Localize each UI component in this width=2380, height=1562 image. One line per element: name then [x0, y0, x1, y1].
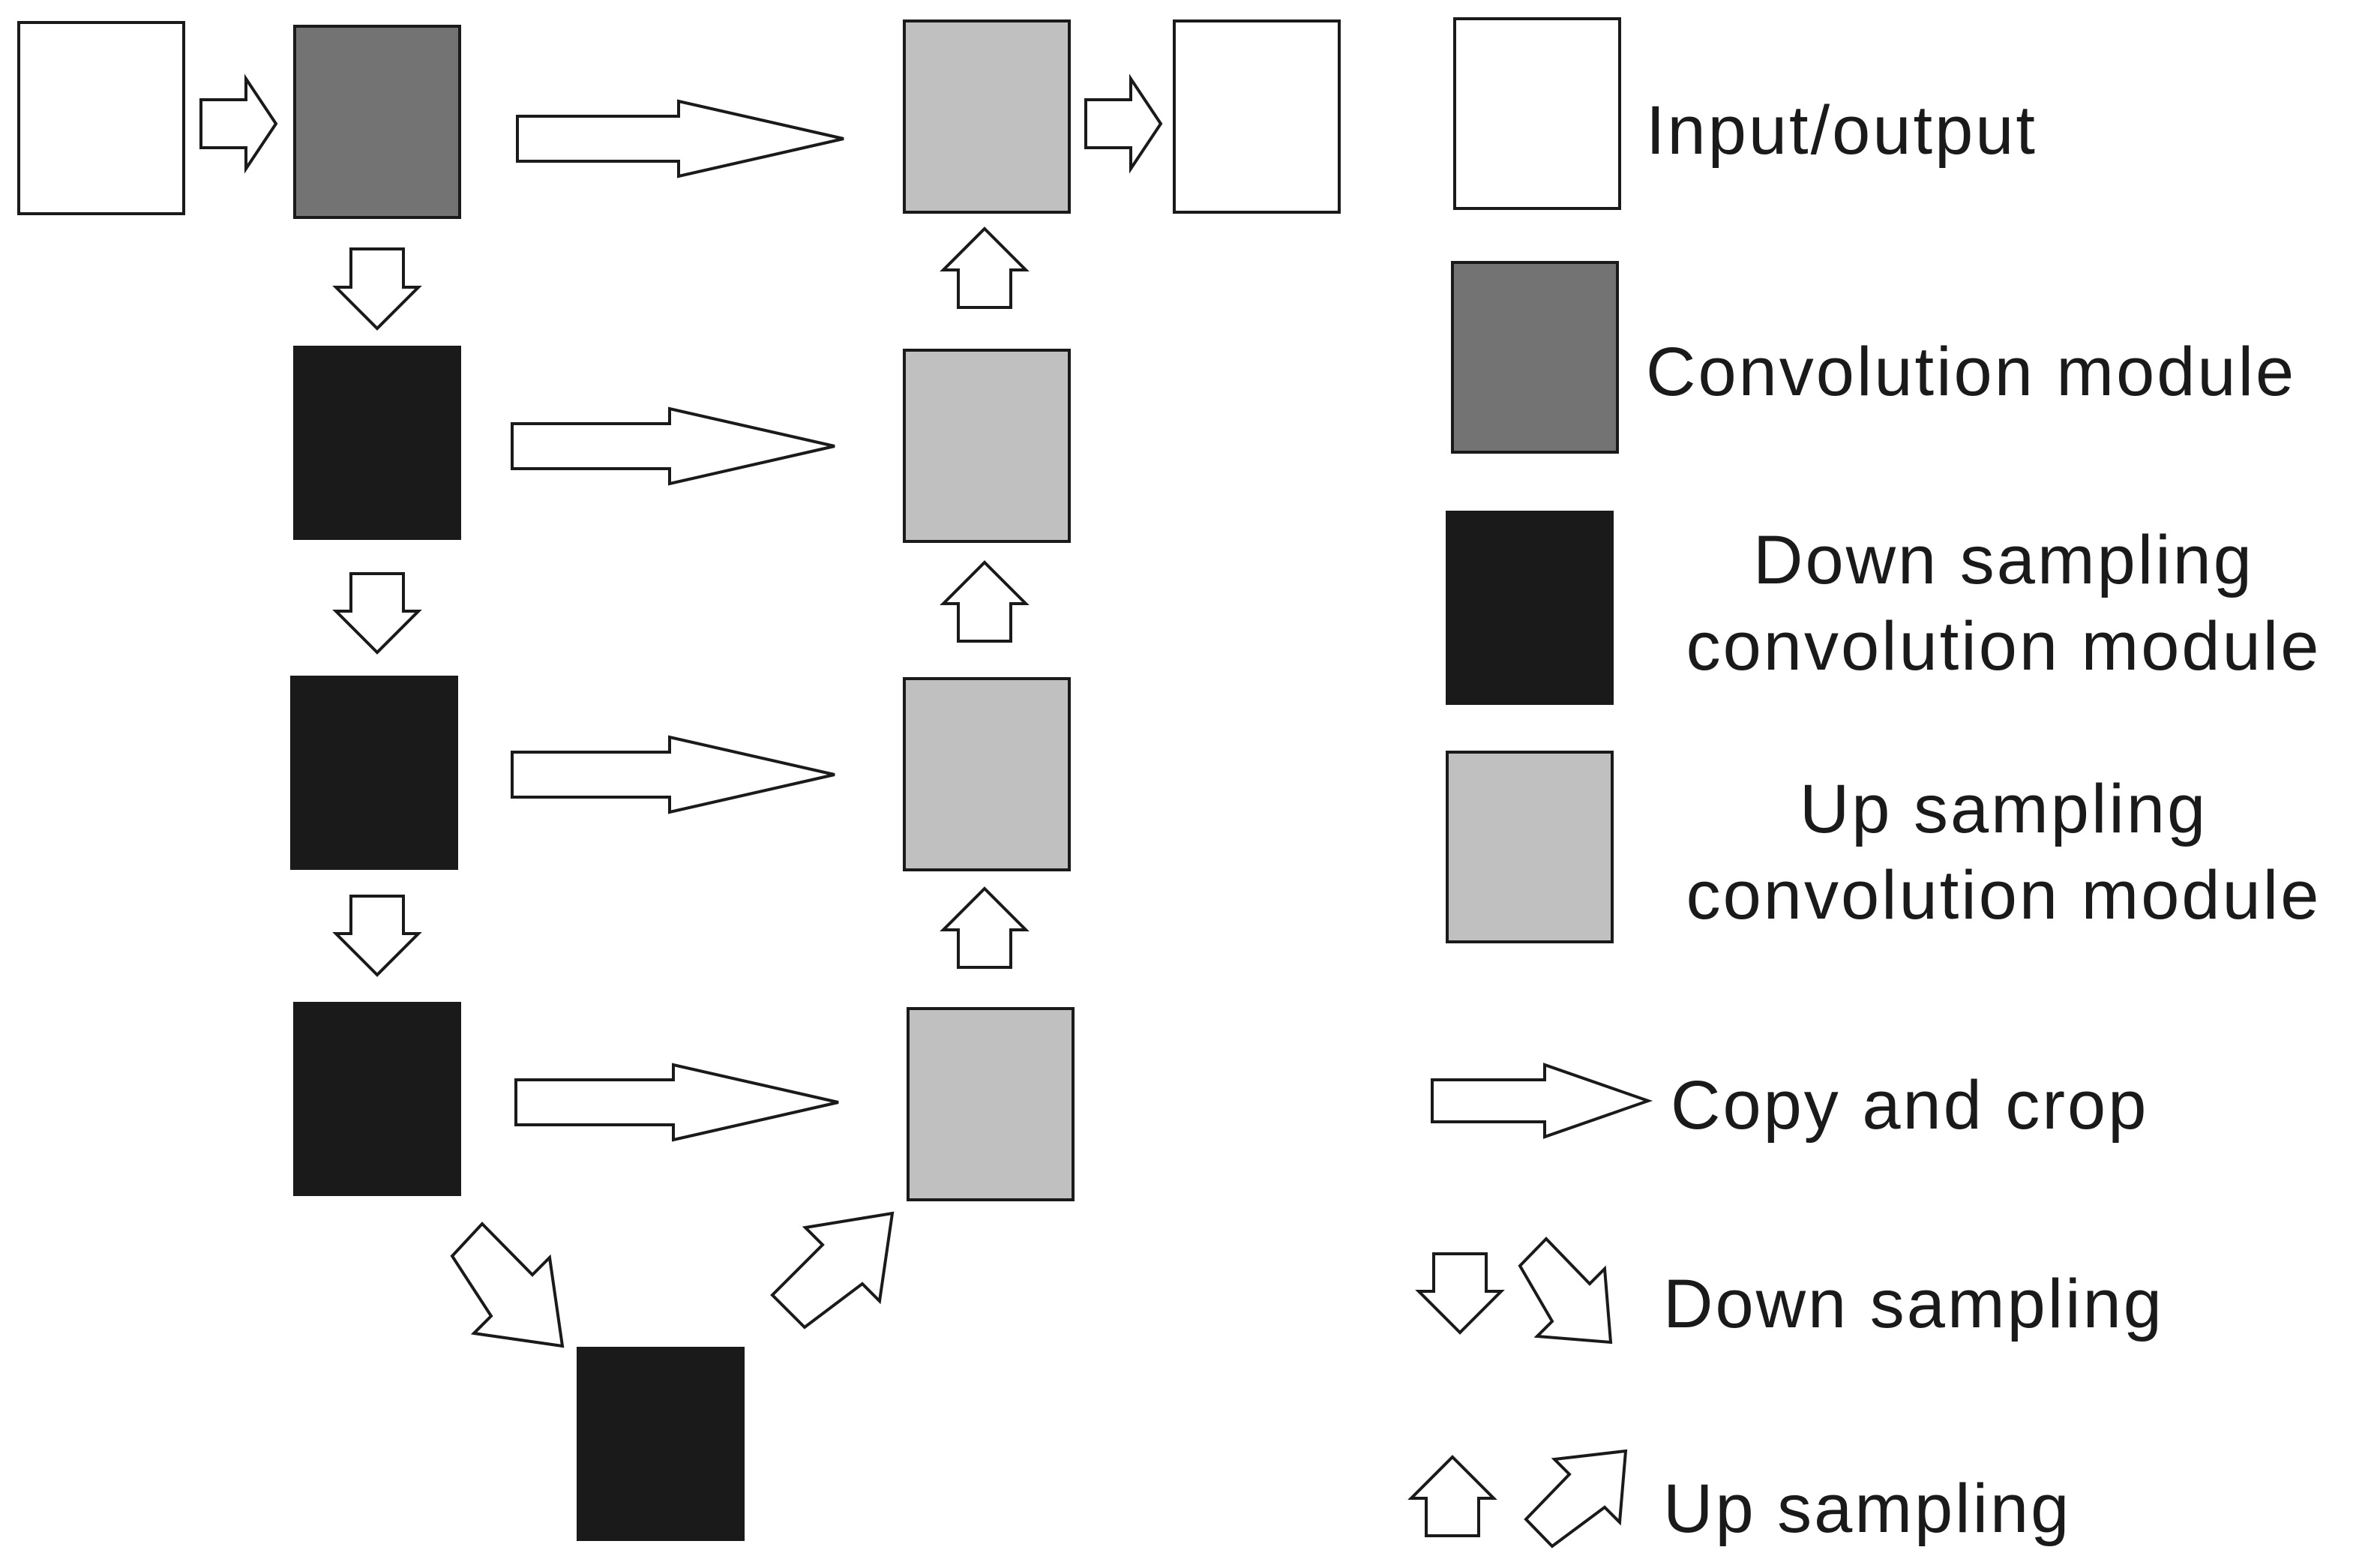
legend-upsample-label: Up sampling — [1663, 1471, 2071, 1547]
legend-down-arrow-icon — [1415, 1252, 1505, 1335]
up-block-4 — [907, 1007, 1075, 1201]
input-block — [17, 21, 185, 215]
down-sampling-arrow-icon — [332, 895, 422, 977]
legend-up-arrow-icon — [1407, 1455, 1497, 1537]
conv-block — [293, 25, 461, 219]
bottleneck-block — [577, 1347, 745, 1541]
down-block-3 — [293, 1002, 461, 1196]
legend-copy-and-crop-arrow-icon — [1431, 1063, 1653, 1139]
up-sampling-arrow-icon — [940, 886, 1030, 969]
down-sampling-diagonal-arrow-icon — [450, 1222, 565, 1348]
copy-and-crop-arrow-icon — [511, 406, 835, 486]
legend-down-label-line2: convolution module — [1686, 608, 2322, 685]
arrow-right-icon — [199, 73, 278, 174]
legend-copy-label: Copy and crop — [1671, 1067, 2148, 1144]
down-block-1 — [293, 346, 461, 540]
legend-downsample-label: Down sampling — [1663, 1266, 2164, 1342]
legend-conv-label: Convolution module — [1646, 334, 2296, 410]
up-sampling-diagonal-arrow-icon — [770, 1211, 895, 1330]
output-block — [1173, 19, 1341, 214]
arrow-right-icon — [1084, 73, 1163, 174]
legend-conv-swatch — [1451, 261, 1619, 454]
legend-up-diagonal-arrow-icon — [1524, 1449, 1628, 1549]
up-sampling-arrow-icon — [940, 560, 1030, 643]
legend-down-label-line1: Down sampling — [1753, 522, 2254, 598]
down-sampling-arrow-icon — [332, 247, 422, 331]
copy-and-crop-arrow-icon — [514, 1063, 839, 1142]
legend-up-label-line1: Up sampling — [1800, 771, 2208, 847]
up-block-1 — [903, 19, 1071, 214]
down-sampling-arrow-icon — [332, 572, 422, 655]
legend-up-swatch — [1446, 751, 1614, 943]
up-block-2 — [903, 349, 1071, 543]
down-block-2 — [290, 676, 458, 870]
legend-up-label-line2: convolution module — [1686, 857, 2322, 934]
up-block-3 — [903, 677, 1071, 871]
up-sampling-arrow-icon — [940, 226, 1030, 309]
legend-down-diagonal-arrow-icon — [1518, 1237, 1613, 1345]
legend-io-swatch — [1453, 17, 1621, 210]
legend-io-label: Input/output — [1646, 92, 2037, 169]
copy-and-crop-arrow-icon — [516, 99, 844, 178]
legend-down-swatch — [1446, 511, 1614, 705]
copy-and-crop-arrow-icon — [511, 735, 835, 814]
